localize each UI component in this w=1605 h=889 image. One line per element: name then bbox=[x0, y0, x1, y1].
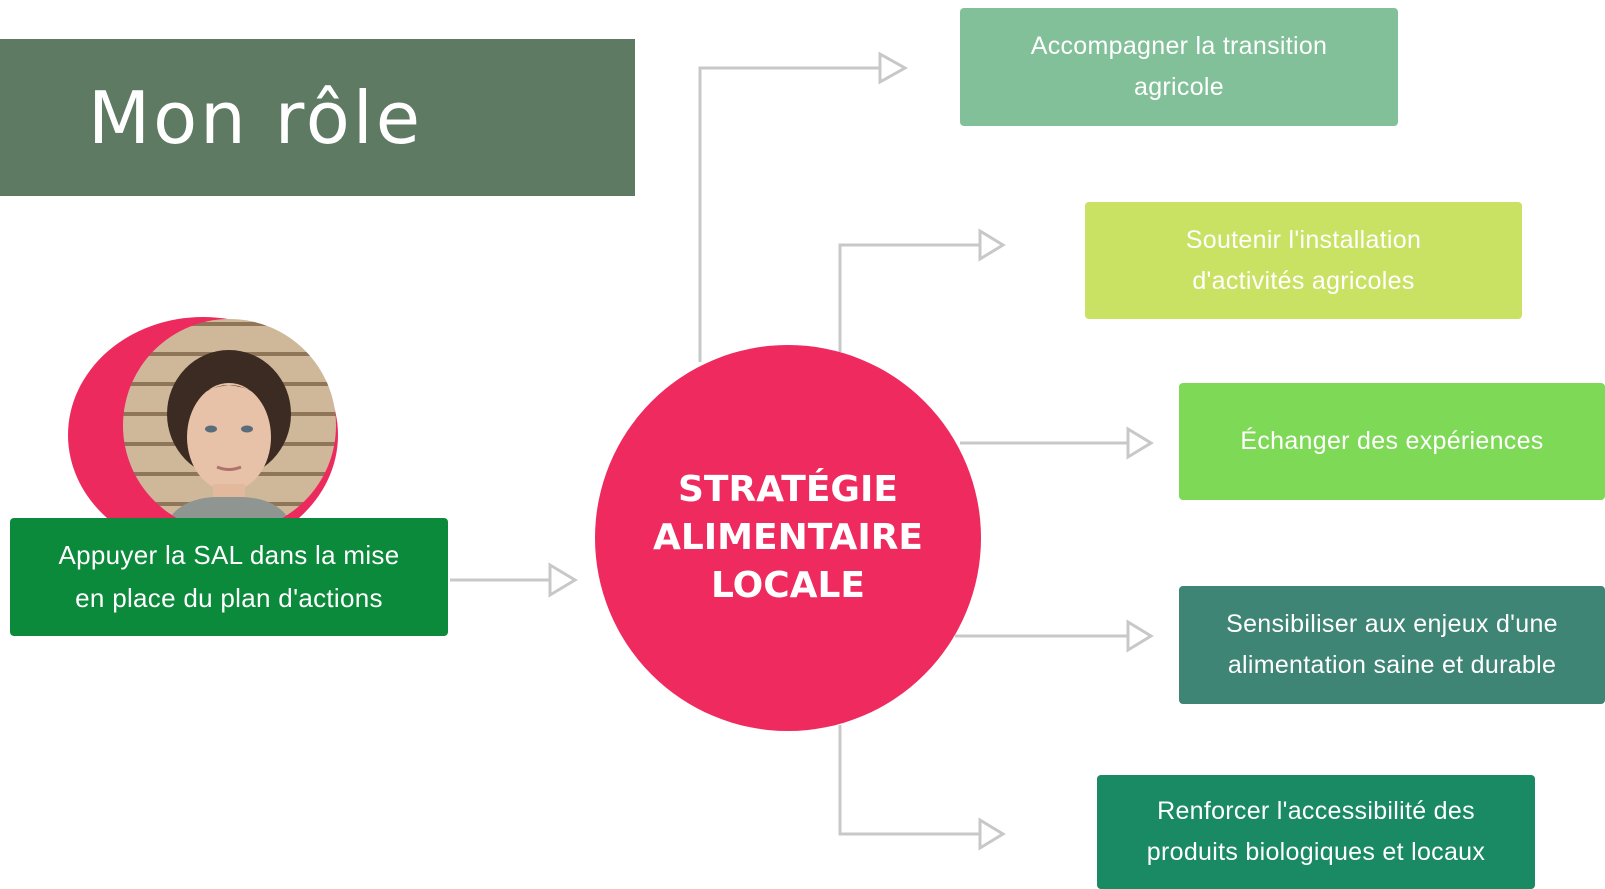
page-title: Mon rôle bbox=[88, 75, 424, 160]
center-strategy-circle: STRATÉGIE ALIMENTAIRE LOCALE bbox=[595, 345, 981, 731]
arrow-right-icon bbox=[548, 562, 578, 598]
connector-branch-1 bbox=[698, 66, 880, 362]
branch-box-1: Accompagner la transition agricole bbox=[960, 8, 1398, 126]
arrow-right-icon bbox=[1126, 619, 1154, 653]
title-banner: Mon rôle bbox=[0, 39, 635, 196]
connector-branch-5 bbox=[838, 725, 980, 836]
portrait bbox=[68, 317, 338, 553]
arrow-right-icon bbox=[978, 817, 1006, 851]
branch-box-4: Sensibiliser aux enjeux d'une alimentati… bbox=[1179, 586, 1605, 704]
center-label: STRATÉGIE ALIMENTAIRE LOCALE bbox=[652, 469, 924, 606]
left-action-box: Appuyer la SAL dans la mise en place du … bbox=[10, 518, 448, 636]
arrow-right-icon bbox=[1126, 426, 1154, 460]
branch-box-2: Soutenir l'installation d'activités agri… bbox=[1085, 202, 1522, 319]
portrait-photo bbox=[123, 319, 336, 532]
branch-box-3: Échanger des expériences bbox=[1179, 383, 1605, 500]
arrow-right-icon bbox=[878, 51, 909, 85]
connector-branch-2 bbox=[838, 243, 980, 352]
branch-box-5: Renforcer l'accessibilité des produits b… bbox=[1097, 775, 1535, 889]
arrow-right-icon bbox=[978, 228, 1006, 262]
